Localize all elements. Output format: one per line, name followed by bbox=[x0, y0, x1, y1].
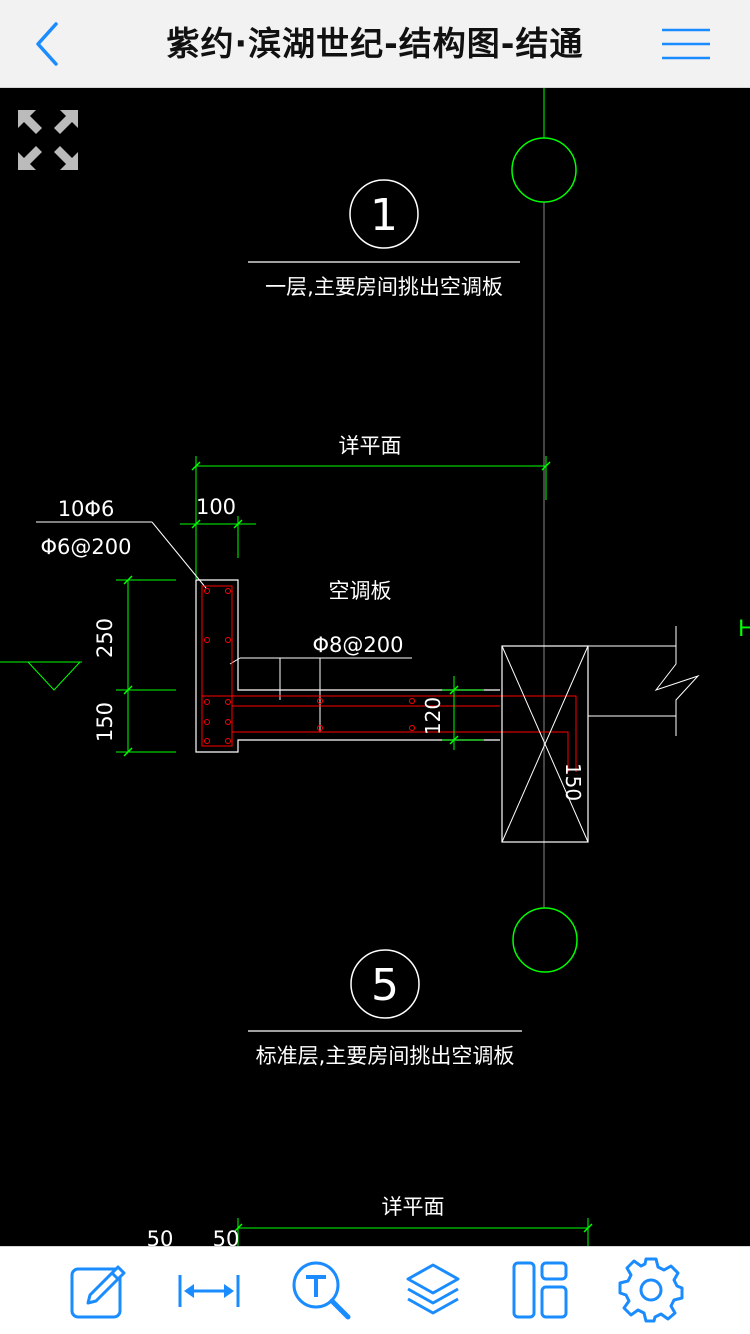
bottom-toolbar bbox=[0, 1246, 750, 1334]
measure-distance-icon bbox=[178, 1275, 240, 1307]
dim-150-right: 150 bbox=[561, 763, 585, 801]
edit-pencil-icon bbox=[70, 1265, 126, 1319]
rebar-10phi6: 10Φ6 bbox=[58, 497, 115, 521]
measure-button[interactable] bbox=[176, 1257, 242, 1323]
text-search-icon bbox=[292, 1261, 351, 1320]
level-symbol bbox=[0, 661, 82, 691]
text-search-button[interactable] bbox=[288, 1257, 354, 1323]
rebar-callout-phi8: Φ8@200 bbox=[229, 633, 412, 732]
menu-button[interactable] bbox=[654, 18, 718, 70]
axis-marker-bottom bbox=[512, 907, 578, 973]
section-5-number: 5 bbox=[371, 960, 399, 1011]
axis-marker-top bbox=[511, 88, 577, 908]
slab-outline bbox=[195, 579, 500, 753]
layout-panel-icon bbox=[512, 1261, 568, 1319]
rebar-phi6-200: Φ6@200 bbox=[41, 535, 132, 559]
cad-drawing: 1 一层,主要房间挑出空调板 详平面 100 10Φ6 Φ6@200 bbox=[0, 88, 750, 1246]
dim-top-label: 详平面 bbox=[339, 434, 402, 458]
dim-bottom-label: 详平面 bbox=[382, 1195, 445, 1219]
section-1-title: 一层,主要房间挑出空调板 bbox=[265, 275, 503, 299]
dimension-120: 120 bbox=[421, 676, 484, 750]
dimension-bottom: 详平面 50 50 bbox=[147, 1195, 593, 1246]
expand-arrows-icon bbox=[18, 110, 78, 170]
fullscreen-button[interactable] bbox=[14, 106, 82, 174]
section-5-label: 5 标准层,主要房间挑出空调板 bbox=[248, 949, 522, 1068]
dimension-top: 详平面 bbox=[191, 434, 551, 580]
dim-120: 120 bbox=[421, 697, 445, 735]
dimension-100: 100 bbox=[180, 495, 256, 558]
slab-label: 空调板 bbox=[329, 579, 392, 603]
layers-icon bbox=[406, 1263, 460, 1315]
chevron-left-icon bbox=[36, 22, 58, 66]
settings-button[interactable] bbox=[618, 1257, 684, 1323]
dim-100: 100 bbox=[196, 495, 236, 519]
hamburger-menu-icon bbox=[662, 28, 710, 60]
dim-50a: 50 bbox=[147, 1227, 174, 1246]
section-5-title: 标准层,主要房间挑出空调板 bbox=[256, 1044, 515, 1068]
nav-bar: 紫约·滨湖世纪-结构图-结通 bbox=[0, 0, 750, 88]
drawing-canvas[interactable]: 1 一层,主要房间挑出空调板 详平面 100 10Φ6 Φ6@200 bbox=[0, 88, 750, 1246]
beam-section: 150 bbox=[501, 626, 700, 843]
annotate-button[interactable] bbox=[66, 1257, 132, 1323]
rebar-callout-left: 10Φ6 Φ6@200 bbox=[36, 497, 207, 589]
rebar-phi8-200: Φ8@200 bbox=[313, 633, 404, 657]
page-title: 紫约·滨湖世纪-结构图-结通 bbox=[166, 24, 584, 63]
section-1-number: 1 bbox=[370, 190, 398, 241]
back-button[interactable] bbox=[22, 18, 78, 70]
dimension-left-vertical: 250 150 bbox=[93, 575, 176, 757]
gear-icon bbox=[618, 1257, 684, 1323]
rebar-lines bbox=[201, 585, 577, 772]
right-edge-label: H bbox=[738, 617, 750, 642]
dim-50b: 50 bbox=[213, 1227, 240, 1246]
section-1-label: 1 一层,主要房间挑出空调板 bbox=[248, 179, 520, 299]
layout-button[interactable] bbox=[508, 1257, 574, 1323]
dim-250: 250 bbox=[93, 618, 117, 658]
layers-button[interactable] bbox=[400, 1257, 466, 1323]
dim-150-left: 150 bbox=[93, 702, 117, 742]
